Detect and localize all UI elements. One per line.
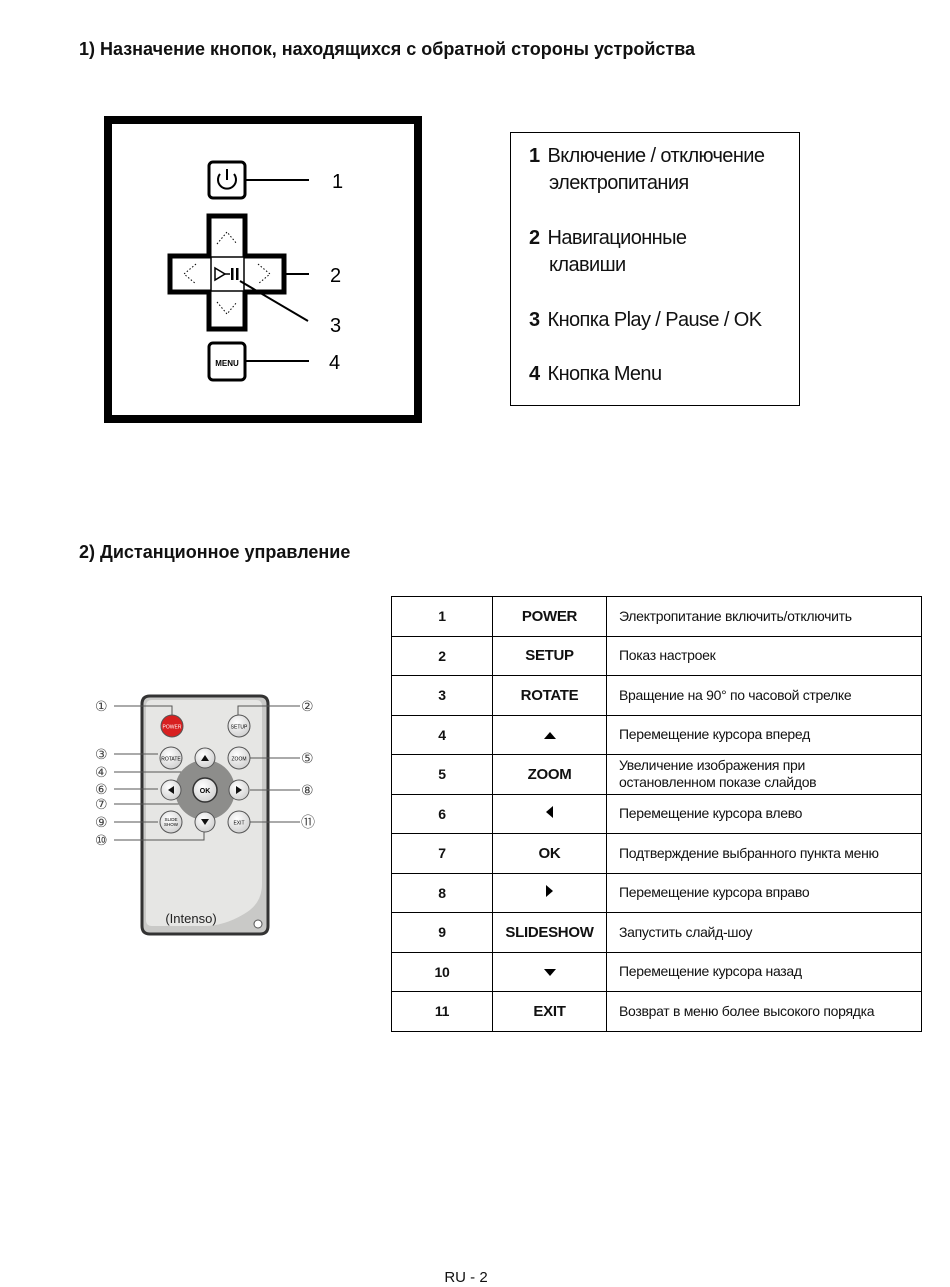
menu-button-icon: MENU xyxy=(207,341,247,382)
remote-callout-7: ⑦ xyxy=(95,797,108,813)
remote-power-button-icon: POWER xyxy=(160,714,184,738)
remote-down-button-icon xyxy=(194,811,216,833)
remote-callout-6: ⑥ xyxy=(95,782,108,798)
section1-heading: 1) Назначение кнопок, находящихся с обра… xyxy=(79,39,696,59)
svg-text:MENU: MENU xyxy=(215,359,239,368)
remote-callout-11: ⑪ xyxy=(301,815,315,831)
callout-3: 3 xyxy=(330,315,341,337)
callout-2: 2 xyxy=(330,265,341,287)
remote-slideshow-button-icon: SLIDE SHOW xyxy=(159,810,183,834)
remote-callout-3: ③ xyxy=(95,747,108,763)
remote-callout-1: ① xyxy=(95,699,108,715)
remote-callout-8: ⑧ xyxy=(301,783,314,799)
svg-text:SLIDE: SLIDE xyxy=(164,817,177,822)
remote-callout-5: ⑤ xyxy=(301,751,314,767)
remote-callout-2: ② xyxy=(301,699,314,715)
arrow-up-icon xyxy=(543,732,556,740)
table-row: 11 EXIT Возврат в меню более высокого по… xyxy=(391,991,922,1032)
svg-text:POWER: POWER xyxy=(163,725,182,731)
table-row: 6 Перемещение курсора влево xyxy=(391,793,922,834)
table-row: 9 SLIDESHOW Запустить слайд-шоу xyxy=(391,912,922,953)
svg-text:EXIT: EXIT xyxy=(233,821,244,827)
svg-text:SHOW: SHOW xyxy=(164,822,179,827)
svg-text:SETUP: SETUP xyxy=(231,725,248,731)
remote-control-diagram: (Intenso) POWER SETUP ROTATE ZOOM xyxy=(95,694,315,936)
remote-functions-table: 1 POWER Электропитание включить/отключит… xyxy=(391,596,922,1032)
svg-text:ROTATE: ROTATE xyxy=(161,757,181,763)
remote-setup-button-icon: SETUP xyxy=(227,714,251,738)
navigation-cross-icon xyxy=(167,213,287,332)
svg-text:OK: OK xyxy=(200,788,211,795)
callout-1: 1 xyxy=(332,171,343,193)
svg-text:ZOOM: ZOOM xyxy=(232,757,247,763)
arrow-right-icon xyxy=(546,885,553,898)
callout-4: 4 xyxy=(329,352,340,374)
remote-left-button-icon xyxy=(160,779,182,801)
remote-rotate-button-icon: ROTATE xyxy=(159,746,183,770)
page-number: RU - 2 xyxy=(444,1269,488,1286)
arrow-down-icon xyxy=(543,969,556,977)
table-row: 7 OK Подтверждение выбранного пункта мен… xyxy=(391,833,922,874)
table-row: 2 SETUP Показ настроек xyxy=(391,635,922,676)
arrow-left-icon xyxy=(546,806,553,819)
remote-right-button-icon xyxy=(228,779,250,801)
table-row: 10 Перемещение курсора назад xyxy=(391,951,922,992)
table-row: 1 POWER Электропитание включить/отключит… xyxy=(391,596,922,637)
power-button-icon xyxy=(207,160,247,200)
device-back-diagram: 1 2 3 MENU 4 xyxy=(104,116,422,423)
brand-logo: (Intenso) xyxy=(165,911,216,926)
remote-callout-4: ④ xyxy=(95,765,108,781)
remote-zoom-button-icon: ZOOM xyxy=(227,746,251,770)
table-row: 4 Перемещение курсора вперед xyxy=(391,714,922,755)
remote-ok-button-icon: OK xyxy=(192,777,218,803)
table-row: 3 ROTATE Вращение на 90° по часовой стре… xyxy=(391,675,922,716)
remote-up-button-icon xyxy=(194,747,216,769)
remote-callout-10: ⑩ xyxy=(95,833,108,849)
remote-callout-9: ⑨ xyxy=(95,815,108,831)
section2-heading: 2) Дистанционное управление xyxy=(79,542,351,562)
table-row: 8 Перемещение курсора вправо xyxy=(391,872,922,913)
remote-exit-button-icon: EXIT xyxy=(227,810,251,834)
